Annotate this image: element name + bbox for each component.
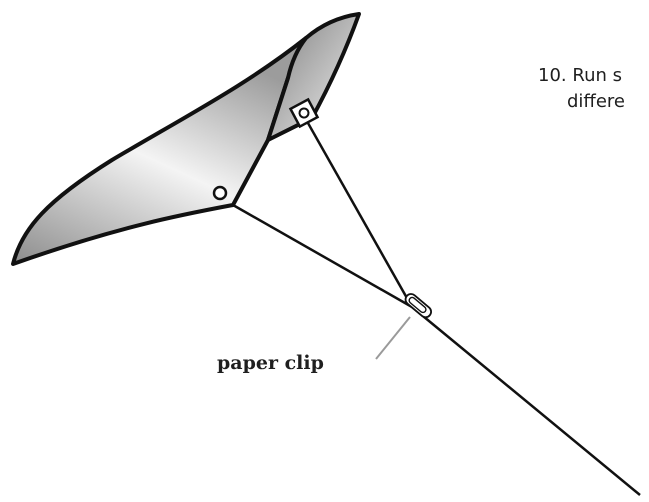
step-number: 10.	[538, 65, 567, 86]
step-text-line1: Run s	[572, 65, 622, 86]
lower-attachment-hole	[212, 185, 228, 201]
kite-sail	[11, 36, 308, 266]
instruction-step: 10. Run s differe	[538, 63, 625, 115]
bridle-line-upper	[302, 115, 414, 308]
paper-clip-icon	[404, 293, 432, 319]
paper-clip-label: paper clip	[217, 352, 324, 374]
bridle-line-lower	[232, 203, 413, 309]
flying-line	[411, 306, 641, 496]
upper-attachment-tab	[288, 97, 320, 129]
step-text-line2: differe	[567, 91, 625, 112]
paper-clip-leader-line	[375, 316, 411, 360]
